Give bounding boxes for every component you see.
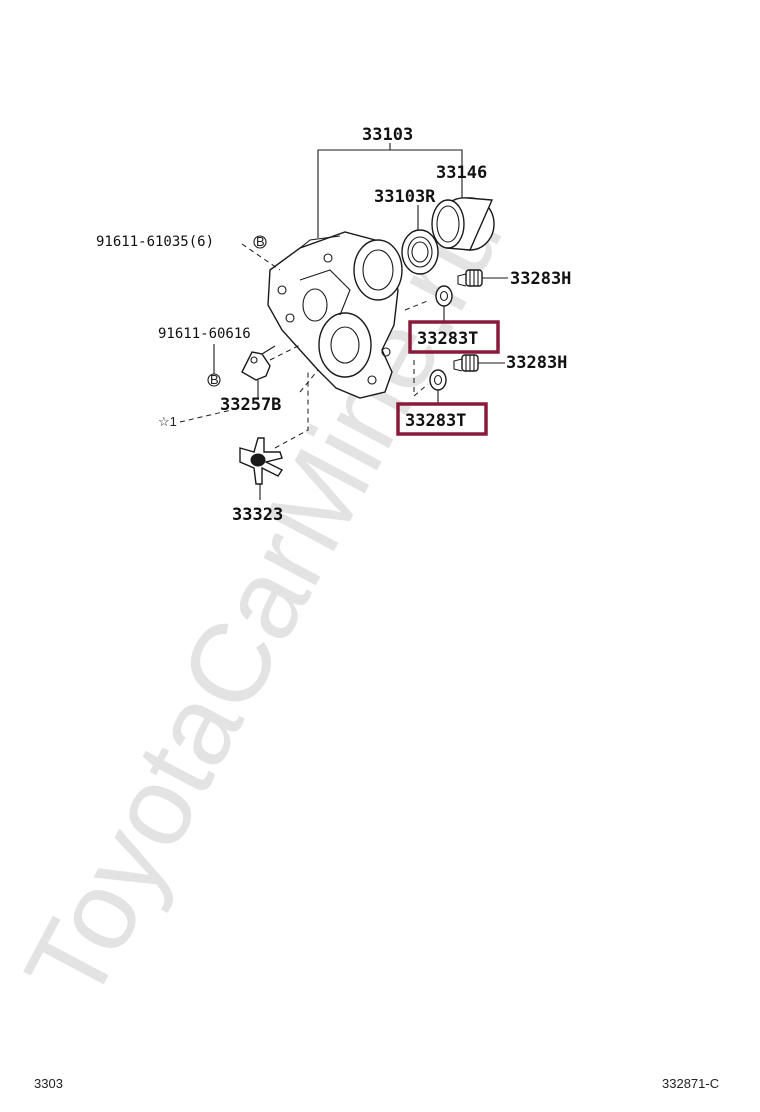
bolt-marker-1-text: B (256, 234, 265, 249)
leader-33103 (317, 143, 463, 238)
footer-illustration-code: 332871-C (662, 1076, 719, 1091)
bolt-marker-1 (253, 235, 267, 249)
watermark: ToyotaCarMine.ru (1, 182, 526, 1021)
oil-seal-33103r[interactable] (401, 205, 439, 275)
leader-housing-fork (274, 372, 309, 449)
leader-star (179, 369, 319, 423)
leader-housing-washer-top (404, 299, 431, 311)
fork-33323[interactable] (239, 437, 284, 500)
label-91611-61035[interactable]: 91611-61035(6) (96, 234, 214, 250)
label-91611-60616[interactable]: 91611-60616 (158, 326, 251, 342)
sleeve-33146[interactable] (431, 197, 495, 251)
highlight-33283t-bottom (396, 402, 488, 436)
label-33103[interactable]: 33103 (362, 125, 413, 145)
washer-33283t-top[interactable] (435, 285, 453, 322)
leader-housing-lever (269, 344, 301, 361)
ref-star: ☆1 (158, 414, 177, 429)
leader-housing-washer-bottom (413, 360, 429, 398)
label-33257b[interactable]: 33257B (220, 395, 281, 415)
footer-page-code: 3303 (34, 1076, 63, 1091)
plug-33283h-top[interactable] (457, 269, 508, 287)
highlight-33283t-top (408, 320, 500, 354)
label-33283t-top[interactable]: 33283T (417, 329, 478, 349)
transfer-case-housing[interactable] (267, 231, 403, 399)
lever-33257b[interactable] (241, 345, 276, 398)
bolt-marker-2-text: B (210, 372, 219, 387)
label-33146[interactable]: 33146 (436, 163, 487, 183)
label-33283h-top[interactable]: 33283H (510, 269, 571, 289)
plug-33283h-bottom[interactable] (453, 354, 505, 372)
leader-91611-61035 (241, 243, 281, 271)
label-33103r[interactable]: 33103R (374, 187, 436, 207)
bolt-marker-2 (207, 373, 221, 387)
label-33323[interactable]: 33323 (232, 505, 283, 525)
washer-33283t-bottom[interactable] (429, 369, 447, 404)
label-33283t-bottom[interactable]: 33283T (405, 411, 466, 431)
label-33283h-bottom[interactable]: 33283H (506, 353, 567, 373)
